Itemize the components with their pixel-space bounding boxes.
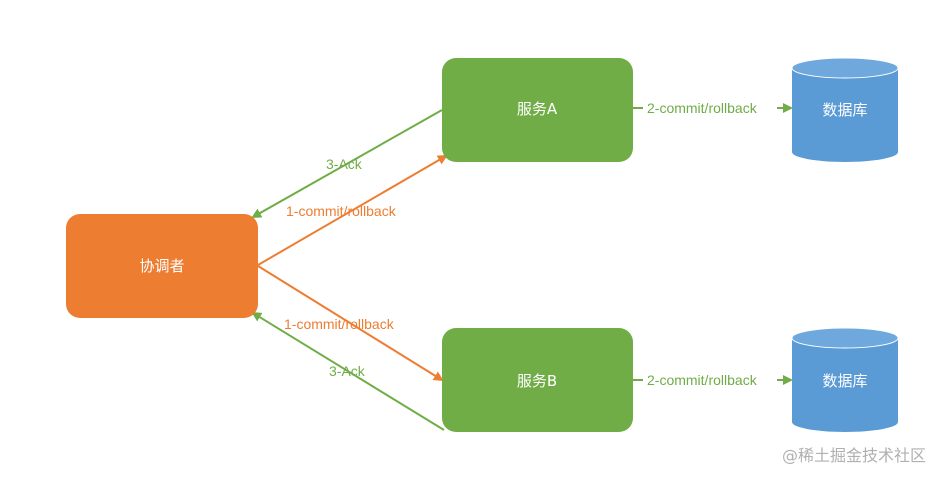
ack-a-label: 3-Ack xyxy=(326,156,363,172)
database-b-label: 数据库 xyxy=(822,372,867,390)
database-b-node: 数据库 xyxy=(791,327,899,432)
watermark-text: @稀土掘金技术社区 xyxy=(781,446,926,465)
ack-a-arrow xyxy=(251,109,443,218)
commit-to-b-label: 1-commit/rollback xyxy=(284,316,395,332)
commit-to-b-arrow xyxy=(257,265,444,382)
commit-to-a-arrow xyxy=(257,154,448,266)
coordinator-node xyxy=(66,214,258,318)
service-b-node xyxy=(442,328,633,432)
a-to-db-label: 2-commit/rollback xyxy=(647,100,758,116)
ack-b-arrow xyxy=(251,311,445,431)
b-to-db-label: 2-commit/rollback xyxy=(647,372,758,388)
service-a-label: 服务A xyxy=(517,100,558,118)
service-a-node xyxy=(442,58,633,162)
database-a-node: 数据库 xyxy=(791,57,899,162)
service-b-label: 服务B xyxy=(517,372,557,390)
commit-to-a-label: 1-commit/rollback xyxy=(286,203,397,219)
ack-b-label: 3-Ack xyxy=(329,363,366,379)
database-a-label: 数据库 xyxy=(822,101,867,119)
coordinator-label: 协调者 xyxy=(139,257,184,275)
